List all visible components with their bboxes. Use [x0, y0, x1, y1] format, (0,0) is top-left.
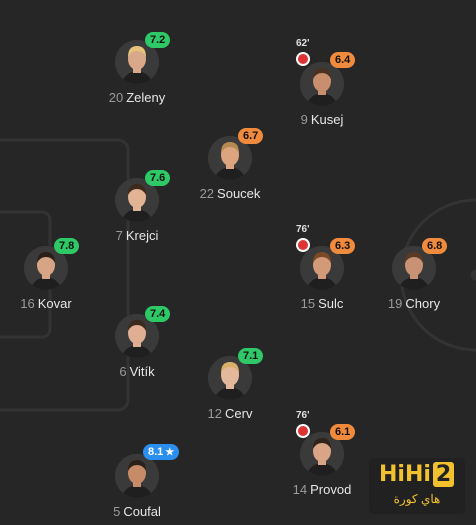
- substitution-time: 76': [296, 410, 310, 421]
- rating-badge: 7.8: [54, 238, 80, 254]
- rating-badge: 7.4: [145, 306, 171, 322]
- rating-badge: 6.3: [330, 238, 356, 254]
- substitution-icon: [296, 424, 310, 438]
- rating-badge: 8.1★: [143, 444, 180, 460]
- substitution-icon: [296, 52, 310, 66]
- watermark-subtitle: هاي كورة: [393, 492, 441, 506]
- rating-badge: 6.7: [238, 128, 264, 144]
- rating-badge: 7.1: [238, 348, 264, 364]
- player-photo: [115, 454, 159, 498]
- substitution-time: 62': [296, 38, 310, 49]
- rating-badge: 6.8: [422, 238, 448, 254]
- rating-badge: 7.6: [145, 170, 171, 186]
- rating-badge: 7.2: [145, 32, 171, 48]
- substitution-time: 76': [296, 224, 310, 235]
- rating-badge: 6.1: [330, 424, 356, 440]
- player-photo: [115, 40, 159, 84]
- player-photo: [300, 246, 344, 290]
- player-photo: [300, 62, 344, 106]
- substitution-icon: [296, 238, 310, 252]
- player-photo: [115, 314, 159, 358]
- player-photo: [115, 178, 159, 222]
- star-icon: ★: [165, 447, 175, 458]
- rating-badge: 6.4: [330, 52, 356, 68]
